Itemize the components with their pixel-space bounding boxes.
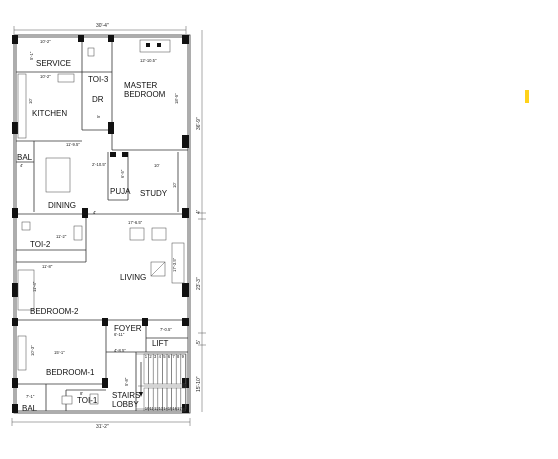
stair-step-number: 14 bbox=[163, 406, 168, 411]
dim-bedroom1-height: 10'-3" bbox=[30, 345, 35, 356]
stair-step-number: 1 bbox=[145, 354, 148, 359]
dim-study-width: 10' bbox=[154, 163, 160, 168]
stair-step-number: 2 bbox=[149, 354, 152, 359]
stair-step-number: 5 bbox=[163, 354, 166, 359]
stair-step-number: 18 bbox=[182, 406, 187, 411]
stair-step-number: 17 bbox=[177, 406, 182, 411]
room-label-puja: PUJA bbox=[110, 187, 131, 196]
dim-bedroom2-height: 11'-4" bbox=[32, 281, 37, 292]
dim-overall-bottom: 31'-2" bbox=[96, 424, 109, 430]
dim-bal-top-width: 4' bbox=[20, 163, 23, 168]
room-label-lift: LIFT bbox=[152, 339, 169, 348]
room-label-toi-1: TOI-1 bbox=[77, 396, 98, 405]
stair-step-number: 7 bbox=[172, 354, 175, 359]
dim-study-height: 10' bbox=[172, 182, 177, 188]
dim-service-width-2: 10'-2" bbox=[40, 74, 51, 79]
stair-step-number: 6 bbox=[168, 354, 171, 359]
room-label-dining: DINING bbox=[48, 201, 76, 210]
room-label-service: SERVICE bbox=[36, 59, 71, 68]
stair-tread bbox=[180, 353, 186, 385]
dim-puja-width: 2'-10.5" bbox=[92, 162, 107, 167]
dim-bedroom1-width: 15'-1" bbox=[54, 350, 65, 355]
room-label-bedroom-2: BEDROOM-2 bbox=[30, 307, 79, 316]
stair-step-number: 16 bbox=[172, 406, 177, 411]
dim-right-3: 23'-3" bbox=[196, 277, 202, 290]
stair-step-number: 15 bbox=[168, 406, 173, 411]
room-label-dr: DR bbox=[92, 95, 104, 104]
room-label-study: STUDY bbox=[140, 189, 168, 198]
room-label-kitchen: KITCHEN bbox=[32, 109, 67, 118]
stair-step-number: 11 bbox=[149, 406, 154, 411]
dim-bedroom2-width: 11'-8" bbox=[42, 264, 53, 269]
room-label-bal-top: BAL bbox=[17, 153, 33, 162]
stair-step-number: 3 bbox=[154, 354, 157, 359]
stair-step-number: 9 bbox=[182, 354, 185, 359]
dimension-lines bbox=[11, 26, 206, 426]
room-label-bedroom-1: BEDROOM-1 bbox=[46, 368, 95, 377]
room-label-bal-bottom: BAL bbox=[22, 404, 38, 413]
dim-lift-width: 7'-0.5" bbox=[160, 327, 172, 332]
dim-toi1-width: 8' bbox=[80, 391, 83, 396]
room-label-foyer: FOYER bbox=[114, 324, 142, 333]
dim-right-4: 5' bbox=[196, 340, 202, 344]
dim-right-2: 4' bbox=[196, 210, 202, 214]
dim-dr-height: 5' bbox=[96, 115, 101, 118]
dim-service-width: 10'-2" bbox=[40, 39, 51, 44]
dim-toi2-width: 11'-2" bbox=[56, 234, 67, 239]
outer-walls bbox=[13, 34, 191, 414]
dim-living-width: 17'-6.5" bbox=[128, 220, 143, 225]
dim-dining-stub: 4' bbox=[93, 210, 96, 215]
dim-master-height: 18'-5" bbox=[174, 93, 179, 104]
dim-stair-height: 5'-8" bbox=[124, 377, 129, 386]
stair-step-number: 12 bbox=[154, 406, 159, 411]
dim-foyer-width: 6'-11" bbox=[114, 332, 125, 337]
dim-living-height: 17'-3.5" bbox=[172, 257, 177, 272]
dim-service-height: 5'-1" bbox=[29, 51, 34, 60]
dim-puja-height: 6'-5" bbox=[120, 169, 125, 178]
highlight-marker bbox=[525, 90, 529, 103]
dim-right-5: 15'-10" bbox=[196, 376, 202, 392]
dim-kitchen-width: 11'-9.5" bbox=[66, 142, 80, 147]
room-label-toi-3: TOI-3 bbox=[88, 75, 109, 84]
stair-step-number: 4 bbox=[159, 354, 162, 359]
dim-master-width: 12'-10.5" bbox=[140, 58, 157, 63]
stair-tread bbox=[180, 387, 186, 412]
fixtures bbox=[17, 39, 185, 405]
dim-kitchen-height: 10' bbox=[28, 98, 33, 104]
dim-lift-height: 4'-8.5" bbox=[114, 348, 126, 353]
dim-bal-bottom-width: 7'-1" bbox=[26, 394, 35, 399]
stair-step-number: 13 bbox=[159, 406, 164, 411]
stair-step-number: 8 bbox=[177, 354, 180, 359]
dim-overall-top: 30'-4" bbox=[96, 23, 109, 29]
dim-right-1: 36'-9" bbox=[196, 117, 202, 130]
room-label-toi-2: TOI-2 bbox=[30, 240, 51, 249]
room-label-living: LIVING bbox=[120, 273, 146, 282]
stair-step-number: 10 bbox=[145, 406, 150, 411]
